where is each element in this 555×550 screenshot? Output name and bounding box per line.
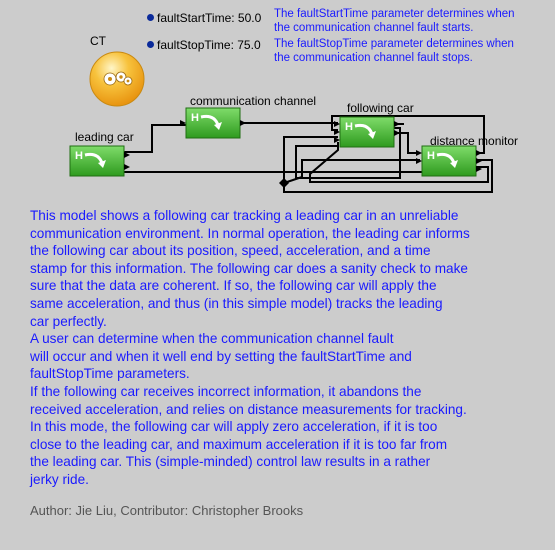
leading-car-actor[interactable] (68, 144, 130, 178)
parameter-fault-start-time[interactable]: faultStartTime: 50.0 (147, 11, 261, 25)
parameter-icon (147, 41, 154, 48)
communication-channel-actor[interactable] (180, 106, 246, 140)
parameter-label: faultStartTime: 50.0 (157, 11, 262, 25)
fault-start-note: The faultStartTime parameter determines … (274, 8, 515, 34)
parameter-label: faultStopTime: 75.0 (157, 38, 261, 52)
director-label: CT (90, 34, 106, 48)
author-credit: Author: Jie Liu, Contributor: Christophe… (30, 503, 304, 518)
communication-channel-label: communication channel (190, 94, 317, 108)
model-diagram: H (68, 106, 493, 193)
distance-monitor-actor[interactable] (416, 144, 482, 178)
distance-monitor-label: distance monitor (430, 134, 519, 148)
following-car-actor[interactable] (334, 115, 400, 149)
relation-diamond-icon[interactable] (279, 178, 289, 188)
parameter-fault-stop-time[interactable]: faultStopTime: 75.0 (147, 38, 261, 52)
ct-director-icon[interactable] (88, 50, 146, 108)
model-description: This model shows a following car trackin… (30, 208, 470, 487)
parameter-icon (147, 14, 154, 21)
leading-car-label: leading car (75, 130, 134, 144)
fault-stop-note: The faultStopTime parameter determines w… (274, 38, 514, 64)
following-car-label: following car (347, 101, 414, 115)
